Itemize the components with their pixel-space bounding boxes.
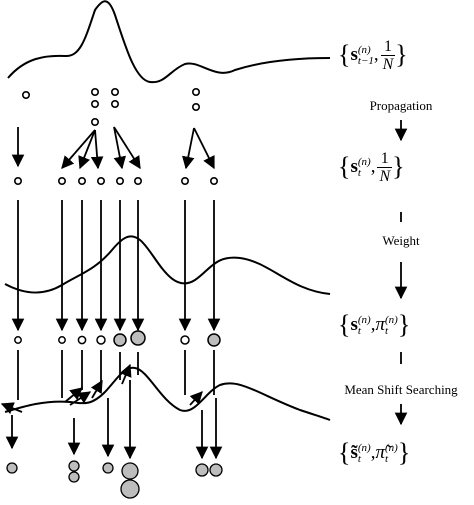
shift-lines	[17, 350, 215, 400]
lower-density-curve	[4, 366, 331, 421]
step-weight: Weight	[382, 233, 420, 248]
weight-lines	[11, 200, 221, 332]
top-density-curve	[7, 0, 331, 84]
samples-row-2	[14, 177, 219, 186]
middle-density-curve	[4, 235, 331, 295]
equation-weighted-samples: {s(n)t,π(n)t}	[338, 310, 411, 339]
equation-shifted-samples: {s̃(n)t,π̃(n)t}	[338, 438, 411, 467]
propagation-arrows	[11, 126, 215, 170]
samples-row-1	[21, 88, 201, 127]
final-weighted-samples	[6, 460, 223, 499]
step-propagation: Propagation	[369, 98, 433, 113]
step-mean-shift: Mean Shift Searching	[344, 382, 458, 397]
mean-shift-arrows	[0, 363, 203, 415]
final-lines	[5, 380, 223, 460]
weighted-samples-row-3	[14, 330, 221, 347]
